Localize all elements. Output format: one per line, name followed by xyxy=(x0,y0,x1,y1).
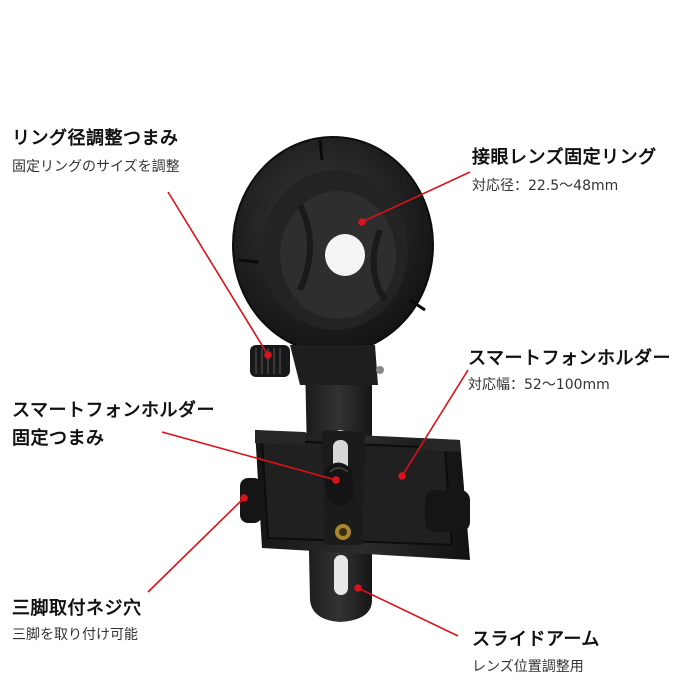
phone-holder-sub: 対応幅：52〜100mm xyxy=(468,377,610,393)
tripod-hole-sub: 三脚を取り付け可能 xyxy=(12,627,138,643)
holder-knob-title-line2: 固定つまみ xyxy=(12,428,105,449)
holder-knob-title-line1: スマートフォンホルダー xyxy=(12,400,215,421)
arm-slot-lower xyxy=(334,555,348,595)
ring-neck xyxy=(290,345,378,385)
phone-holder-title: スマートフォンホルダー xyxy=(468,348,671,369)
eyepiece-ring-sub: 対応径：22.5〜48mm xyxy=(472,178,619,194)
neck-screw xyxy=(376,366,384,374)
eyepiece-ring xyxy=(232,136,434,354)
leader-phone-holder xyxy=(401,369,469,477)
leader-slide-arm xyxy=(357,587,459,637)
ring-knob-sub: 固定リングのサイズを調整 xyxy=(12,159,180,175)
holder-lock-knob xyxy=(325,462,354,505)
leader-lines xyxy=(147,171,471,637)
eyepiece-ring-title: 接眼レンズ固定リング xyxy=(472,147,657,168)
holder-right-grip xyxy=(425,490,470,532)
leader-tripod-hole xyxy=(147,497,245,593)
ring-adjust-knob xyxy=(250,345,290,377)
ring-knob-title: リング径調整つまみ xyxy=(12,128,179,149)
tripod-hole-title: 三脚取付ネジ穴 xyxy=(12,598,142,619)
eyepiece-hole xyxy=(325,234,365,276)
leader-ring-knob xyxy=(167,191,269,356)
slide-arm-sub: レンズ位置調整用 xyxy=(472,659,584,675)
leader-holder-knob xyxy=(161,431,337,481)
slide-arm-title: スライドアーム xyxy=(472,629,600,650)
leader-eyepiece-ring xyxy=(361,171,471,223)
holder-left-grip xyxy=(240,478,262,523)
